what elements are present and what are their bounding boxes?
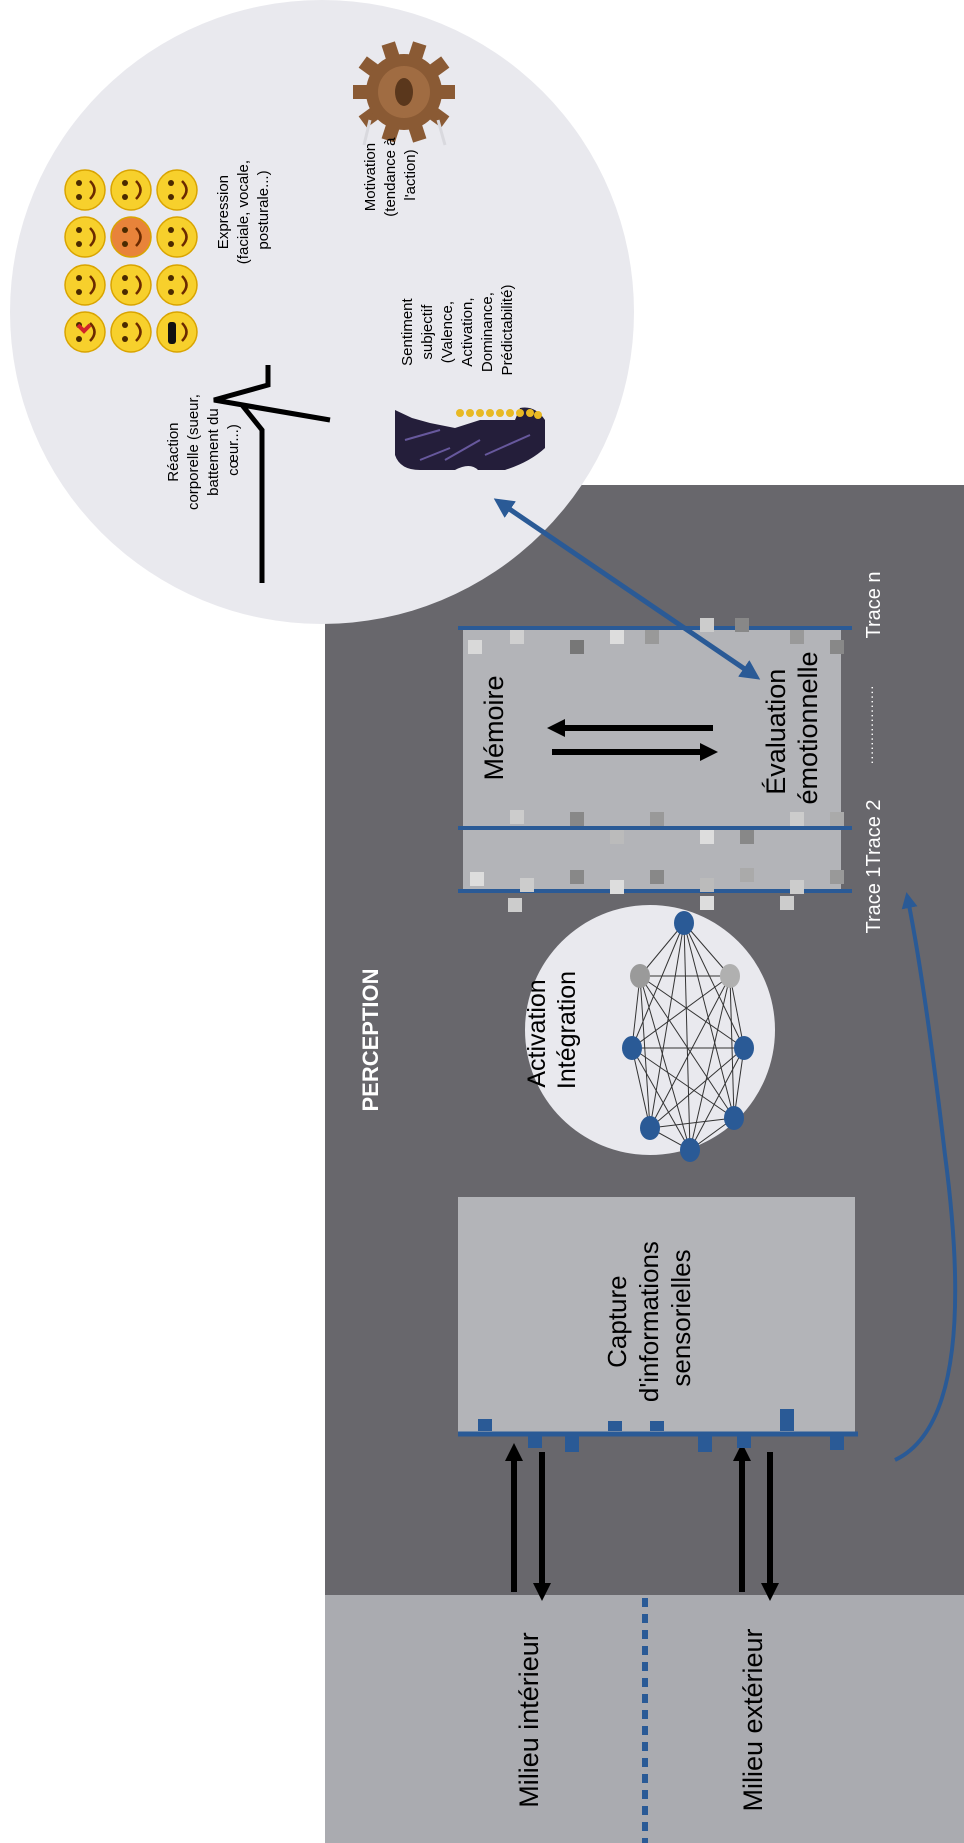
environment-inner-label: Milieu intérieur — [514, 1632, 544, 1808]
expression-label: Expression (faciale, vocale, posturale..… — [215, 156, 272, 264]
network-graph — [622, 911, 754, 1162]
gear-icon — [353, 41, 455, 146]
network-node — [720, 964, 740, 988]
environment-outer-label: Milieu extérieur — [738, 1628, 768, 1811]
trace-1-label: Trace 1 — [863, 866, 885, 933]
feeling-label: Sentiment subjectif (Valence, Activation… — [399, 285, 516, 376]
feedback-arrow — [894, 892, 958, 1462]
trace-dots: ················· — [863, 685, 879, 764]
emoji-grid-icon — [64, 169, 198, 353]
body-reaction-label: Réaction corporelle (sueur, battement du… — [165, 390, 242, 510]
motivation-label: Motivation (tendance à l'action) — [362, 133, 419, 216]
network-label: Activation Intégration — [523, 971, 581, 1089]
trace-n-label: Trace n — [863, 571, 885, 638]
network-node — [630, 964, 650, 988]
evaluation-link-arrow — [493, 498, 761, 680]
word-cloud-head-icon — [395, 407, 545, 470]
capture-box — [458, 1197, 855, 1434]
environment-arrows — [505, 1443, 779, 1601]
trace-labels: Trace 1 Trace 2 ················· Trace … — [863, 571, 885, 933]
memory-title: Mémoire — [479, 675, 509, 780]
network-node — [622, 1036, 642, 1060]
memory-exchange-arrows — [547, 719, 718, 761]
network-node — [680, 1138, 700, 1162]
trace-2-label: Trace 2 — [863, 799, 885, 866]
evaluation-label: Évaluation émotionnelle — [761, 651, 823, 804]
network-node — [674, 911, 694, 935]
network-circle — [525, 905, 775, 1155]
capture-sensor-marks — [478, 1409, 844, 1452]
network-node — [724, 1106, 744, 1130]
capture-label: Capture d'informations sensorielles — [602, 1234, 696, 1402]
perception-title: PERCEPTION — [358, 968, 383, 1111]
network-node — [734, 1036, 754, 1060]
network-node — [640, 1116, 660, 1140]
heartbeat-waveform-icon — [213, 365, 331, 583]
